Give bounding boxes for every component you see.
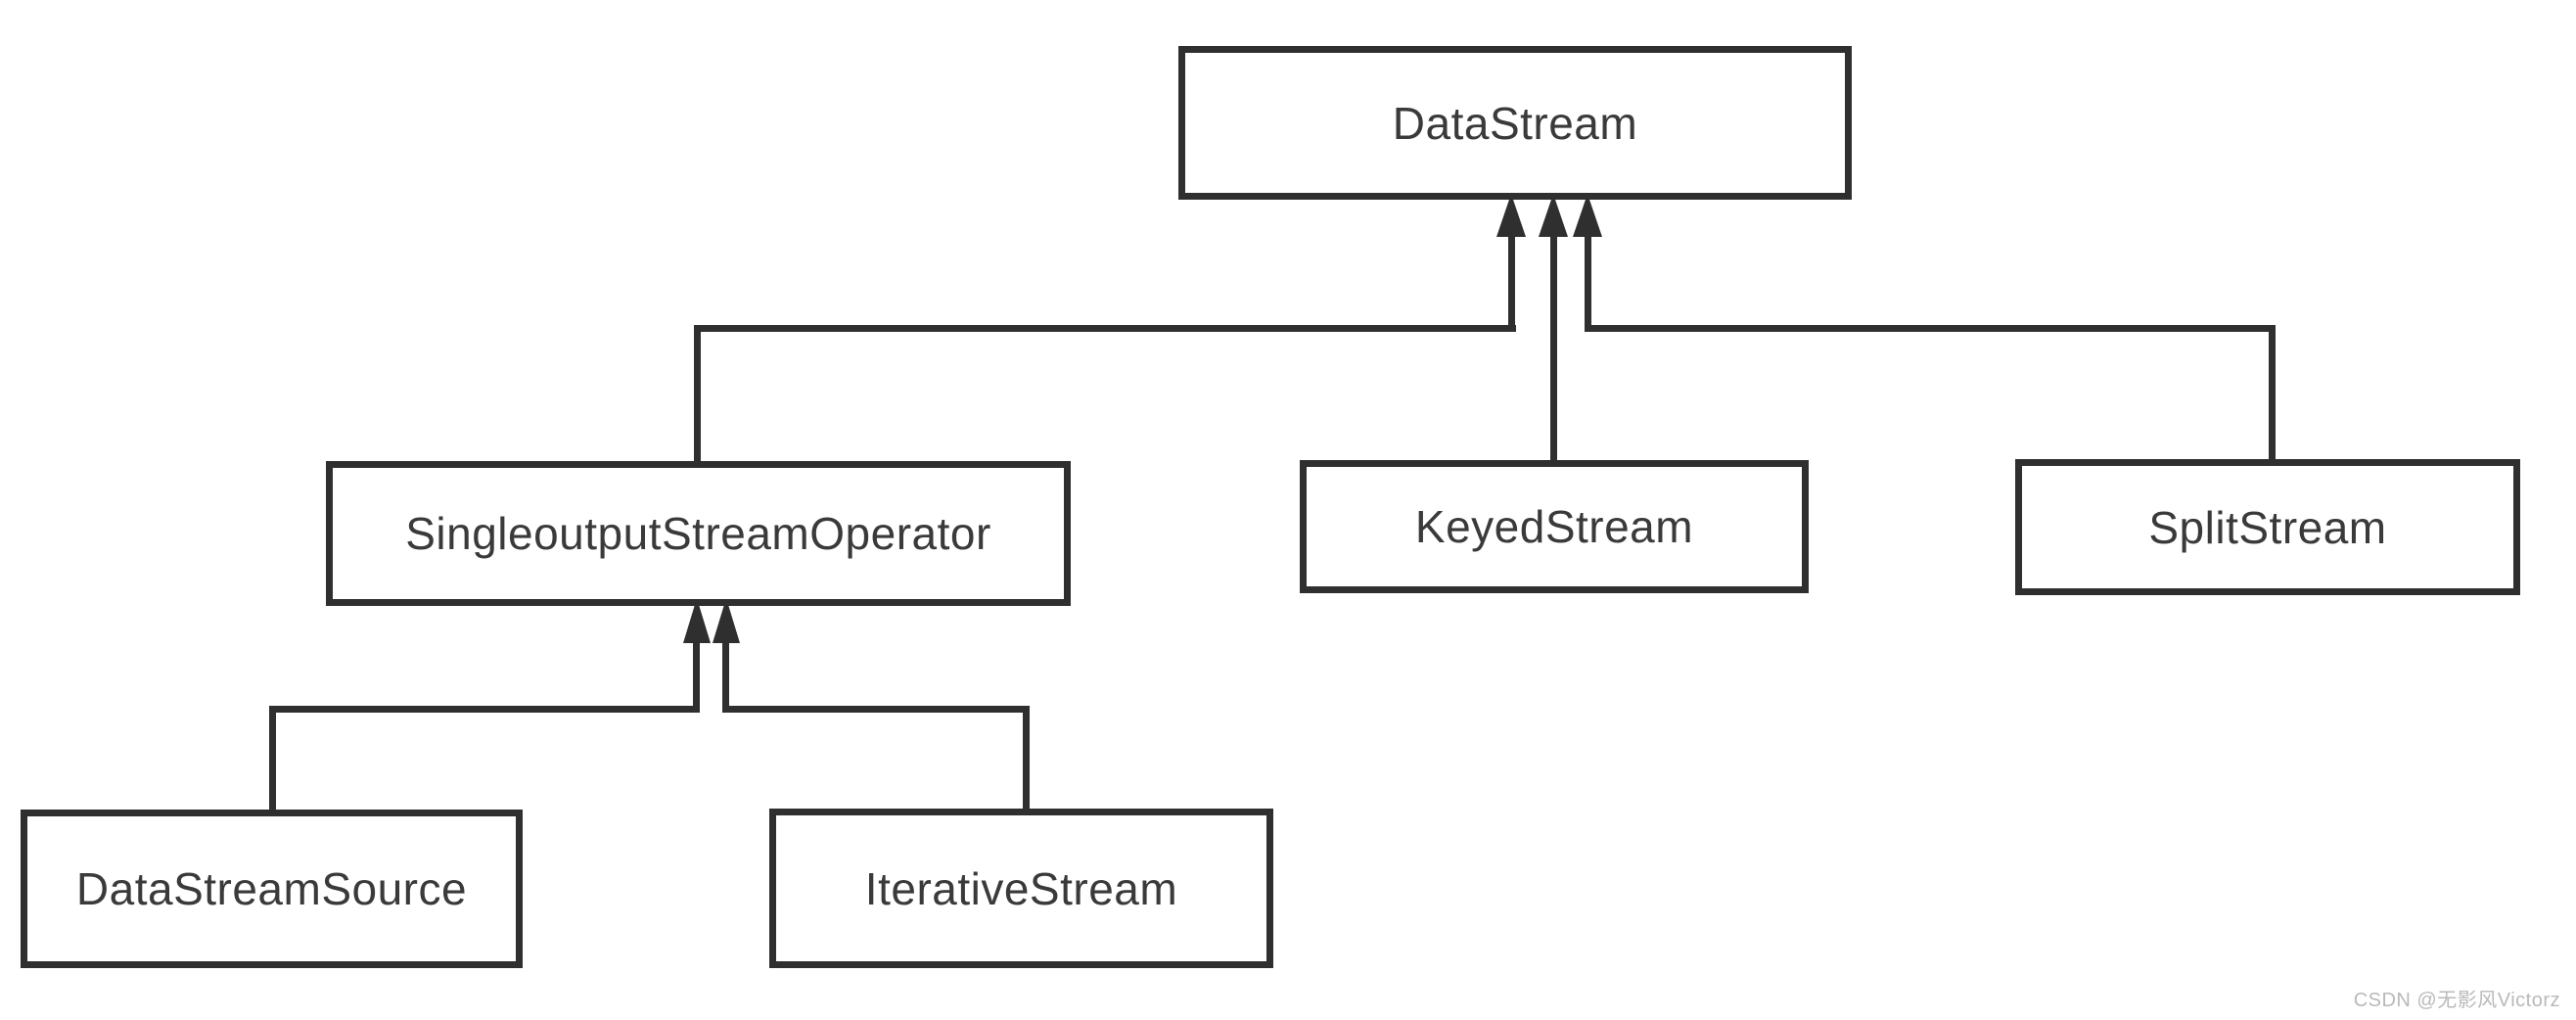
edge-datastreamsource-to-singleoutput-riser xyxy=(693,641,700,713)
edge-splitstream-to-datastream-drop xyxy=(2269,325,2276,466)
node-datastreamsource: DataStreamSource xyxy=(21,810,523,968)
node-datastream-label: DataStream xyxy=(1392,97,1638,149)
edge-datastreamsource-to-singleoutput-drop xyxy=(269,706,276,816)
edge-singleoutput-to-datastream-rail xyxy=(694,325,1516,332)
edge-singleoutput-to-datastream-drop xyxy=(694,325,701,468)
edge-keyedstream-to-datastream-riser xyxy=(1550,235,1557,467)
node-iterativestream: IterativeStream xyxy=(769,809,1273,968)
edge-iterativestream-to-singleoutput-riser xyxy=(722,641,729,713)
edge-splitstream-to-datastream-rail xyxy=(1585,325,2276,332)
edge-singleoutput-to-datastream-riser xyxy=(1508,235,1515,332)
edge-iterativestream-to-singleoutput-drop xyxy=(1023,706,1030,815)
node-keyedstream-label: KeyedStream xyxy=(1414,501,1694,552)
node-datastreamsource-label: DataStreamSource xyxy=(75,863,468,914)
edge-iterativestream-to-singleoutput-rail xyxy=(722,706,1030,713)
node-datastream: DataStream xyxy=(1178,46,1852,200)
node-keyedstream: KeyedStream xyxy=(1300,460,1809,593)
watermark-text: CSDN @无影风Victorz xyxy=(2353,990,2560,1011)
arrowhead-splitstream-to-datastream xyxy=(1573,194,1602,237)
node-splitstream: SplitStream xyxy=(2015,459,2520,595)
node-singleoutput-stream-operator-label: SingleoutputStreamOperator xyxy=(405,508,991,559)
arrowhead-keyedstream-to-datastream xyxy=(1539,194,1568,237)
edge-splitstream-to-datastream-riser xyxy=(1585,235,1591,332)
node-splitstream-label: SplitStream xyxy=(2148,501,2387,553)
arrowhead-singleoutput-to-datastream xyxy=(1496,194,1526,237)
edge-datastreamsource-to-singleoutput-rail xyxy=(269,706,700,713)
node-iterativestream-label: IterativeStream xyxy=(864,862,1178,914)
node-singleoutput-stream-operator: SingleoutputStreamOperator xyxy=(326,461,1071,606)
